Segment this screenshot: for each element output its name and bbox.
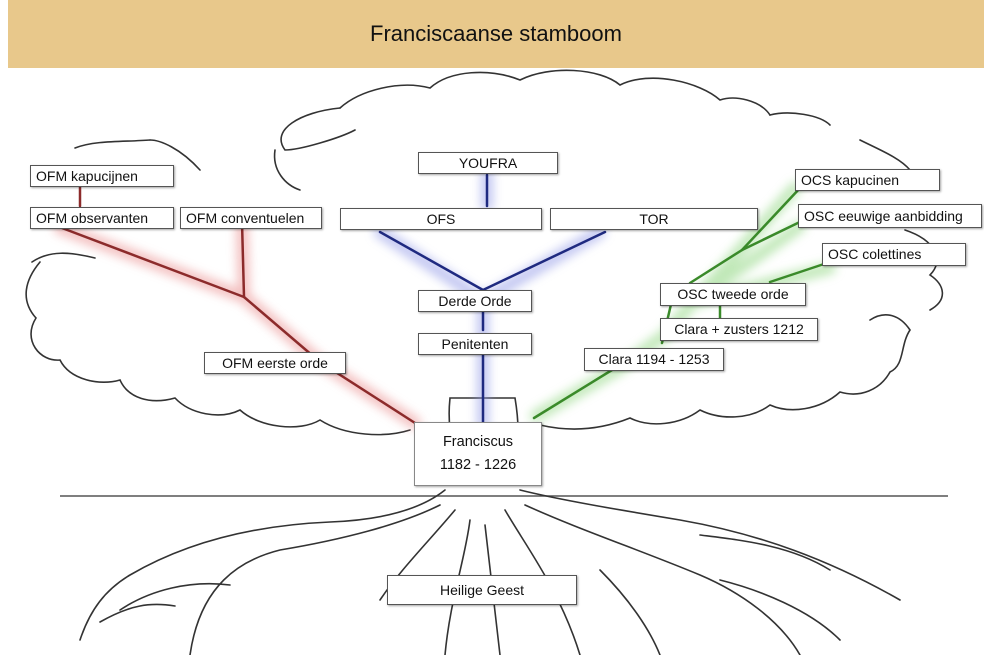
node-osc-tweede-orde: OSC tweede orde (660, 283, 806, 306)
node-franciscus: Franciscus 1182 - 1226 (414, 422, 542, 486)
third-order-branch (378, 173, 607, 426)
node-youfra: YOUFRA (418, 152, 558, 174)
root-years: 1182 - 1226 (439, 457, 517, 473)
node-ofm-observanten: OFM observanten (30, 207, 174, 229)
node-osc-colettines: OSC colettines (822, 243, 966, 266)
second-order-branch (532, 186, 832, 420)
title-banner: Franciscaanse stamboom (8, 0, 984, 68)
root-name: Franciscus (442, 433, 514, 450)
node-osc-eeuwige-aanbidding: OSC eeuwige aanbidding (798, 204, 982, 228)
tree-crown-outline (25, 69, 944, 436)
node-heilige-geest: Heilige Geest (387, 575, 577, 605)
node-clara-zusters: Clara + zusters 1212 (660, 318, 818, 341)
node-clara-years: Clara 1194 - 1253 (584, 348, 724, 371)
node-ocs-kapucinen: OCS kapucinen (795, 169, 940, 191)
diagram-title: Franciscaanse stamboom (370, 21, 622, 46)
node-penitenten: Penitenten (418, 333, 532, 355)
node-tor: TOR (550, 208, 758, 230)
node-derde-orde: Derde Orde (418, 290, 532, 312)
node-ofm-conventuelen: OFM conventuelen (180, 207, 322, 229)
node-ofm-eerste-orde: OFM eerste orde (204, 352, 346, 374)
node-ofm-kapucijnen: OFM kapucijnen (30, 165, 174, 187)
node-ofs: OFS (340, 208, 542, 230)
